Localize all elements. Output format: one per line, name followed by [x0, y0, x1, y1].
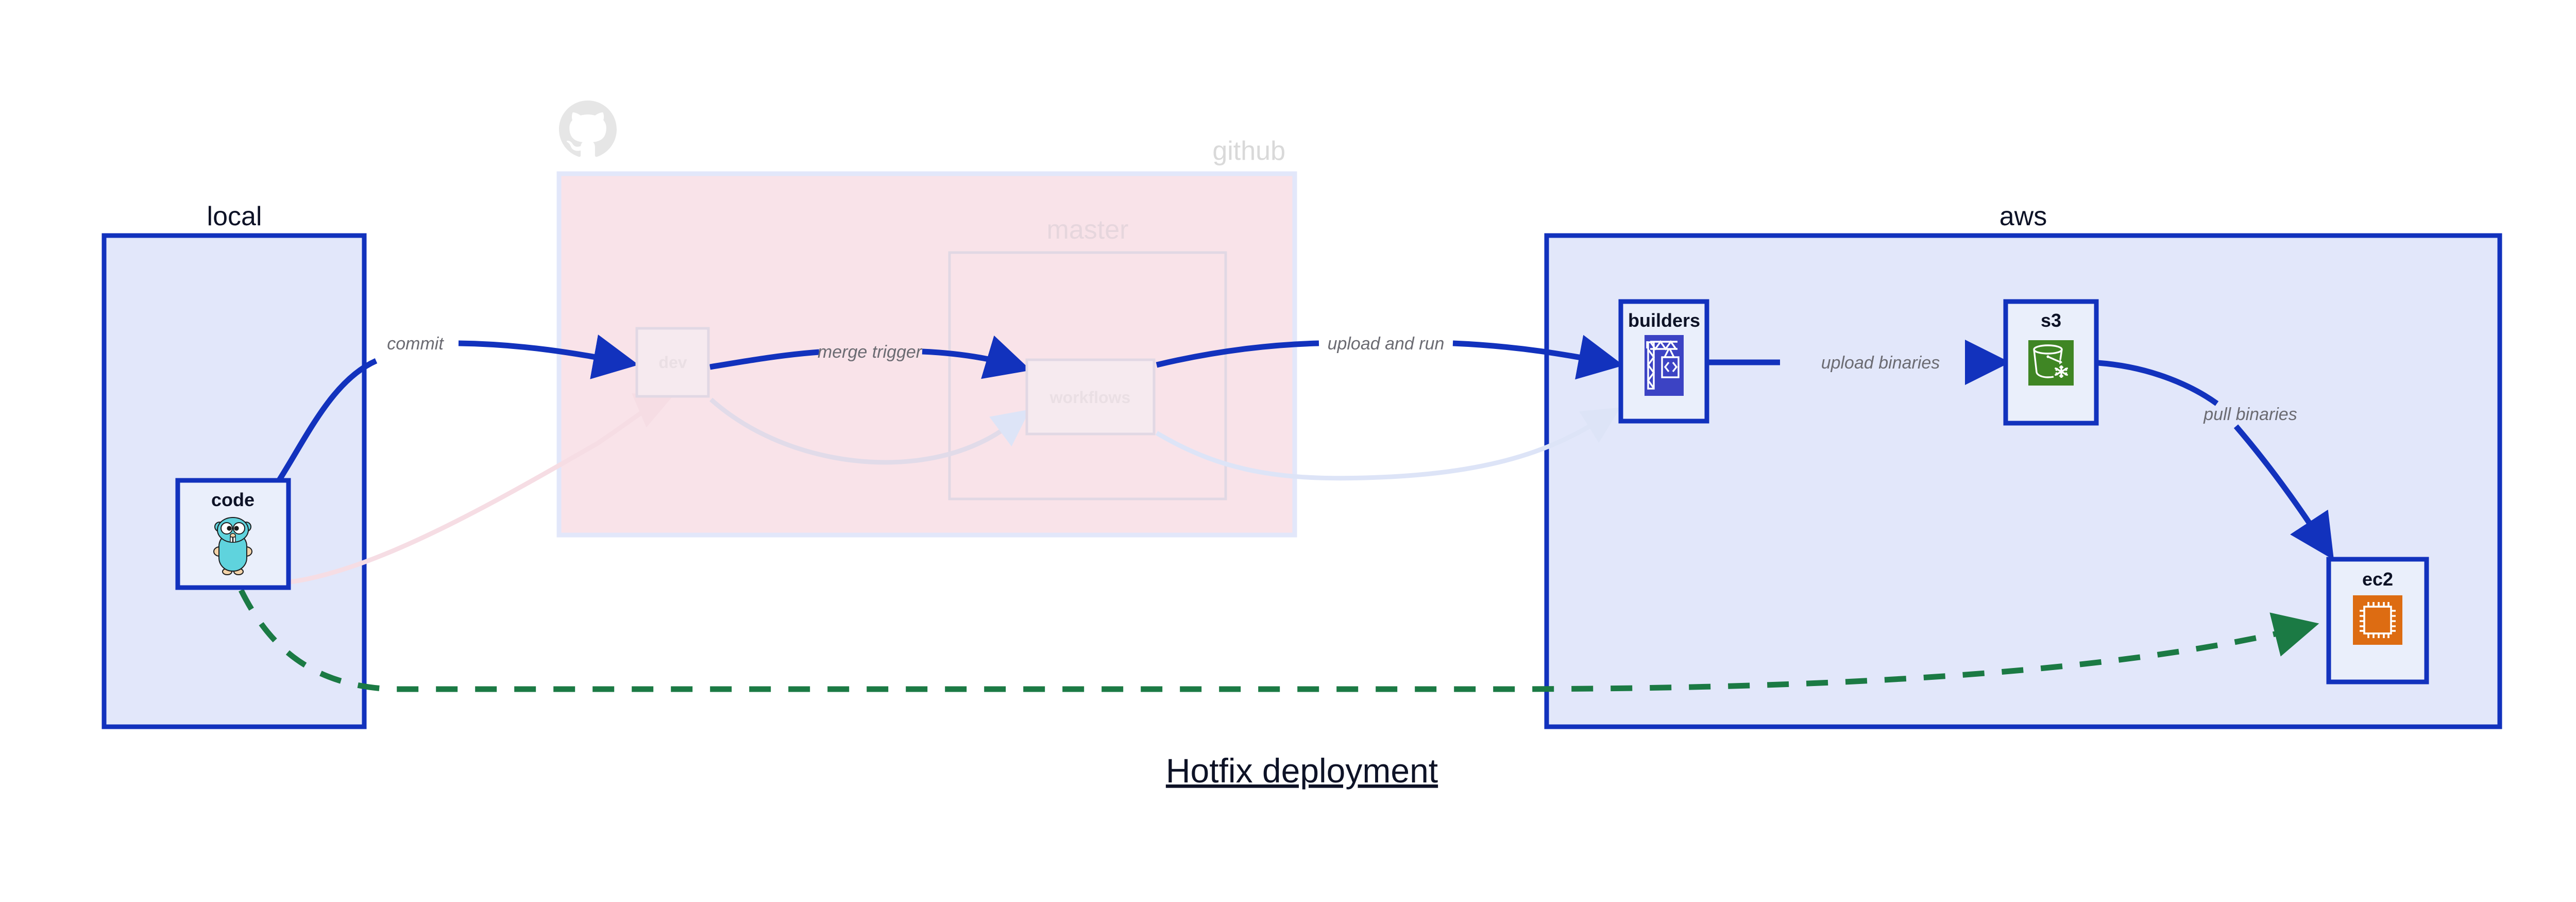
- node-dev-box[interactable]: [635, 327, 710, 398]
- faded-edge-code-to-dev: [226, 393, 673, 586]
- edges-group: commit merge trigger upload and run uplo…: [239, 334, 2334, 692]
- cluster-local-label: local: [207, 202, 262, 231]
- cluster-master: master: [948, 215, 1227, 500]
- edge-pull-binaries-segment-b: [2233, 424, 2334, 560]
- node-ec2[interactable]: ec2: [2326, 557, 2429, 684]
- node-ec2-label: ec2: [2362, 569, 2393, 590]
- node-workflows[interactable]: workflows: [1025, 358, 1156, 436]
- cluster-github-label: github: [1212, 136, 1285, 166]
- edge-commit-segment-b: [458, 335, 639, 379]
- node-code-label: code: [211, 489, 255, 510]
- node-workflows-label: workflows: [1049, 388, 1130, 407]
- cluster-master-box: [948, 251, 1227, 500]
- cluster-github: github: [556, 101, 1297, 538]
- github-octocat-icon: [559, 101, 617, 157]
- faded-edges-group: [226, 393, 1621, 586]
- node-workflows-box[interactable]: [1025, 358, 1156, 436]
- cluster-aws-label: aws: [1999, 202, 2047, 231]
- edge-merge-trigger-segment-b: [922, 335, 1031, 379]
- node-builders[interactable]: builders: [1618, 299, 1709, 424]
- edge-upload-and-run-segment-b: [1452, 335, 1624, 380]
- node-dev-label: dev: [658, 353, 687, 372]
- aws-ec2-icon: [2353, 595, 2402, 645]
- edge-hotfix-direct-dashed: [239, 589, 2319, 692]
- edge-merge-trigger-segment-a: [709, 349, 820, 370]
- edge-label-pull-binaries: pull binaries: [2203, 405, 2297, 424]
- go-gopher-icon: [213, 517, 252, 575]
- faded-edge-workflows-to-builders: [1155, 407, 1621, 481]
- edge-label-merge-trigger: merge trigger: [818, 342, 923, 362]
- faded-edge-dev-to-workflows: [709, 397, 1030, 465]
- node-s3[interactable]: s3: [2003, 299, 2099, 426]
- edge-label-upload-binaries: upload binaries: [1821, 353, 1940, 373]
- cluster-master-label: master: [1047, 215, 1129, 245]
- node-code[interactable]: code: [175, 478, 291, 590]
- node-dev[interactable]: dev: [635, 327, 710, 398]
- cluster-local: local: [101, 202, 367, 729]
- page-title: Hotfix deployment: [1166, 751, 1438, 790]
- node-s3-label: s3: [2041, 310, 2061, 331]
- edge-commit-segment-a: [270, 358, 378, 492]
- edge-pull-binaries-segment-a: [2097, 360, 2219, 406]
- edge-label-commit: commit: [387, 334, 444, 354]
- edge-label-upload-and-run: upload and run: [1328, 334, 1445, 354]
- edge-upload-and-run-segment-a: [1156, 340, 1319, 368]
- aws-codebuild-icon: [1645, 335, 1684, 396]
- node-builders-label: builders: [1628, 310, 1700, 331]
- aws-s3-glacier-icon: [2028, 340, 2074, 386]
